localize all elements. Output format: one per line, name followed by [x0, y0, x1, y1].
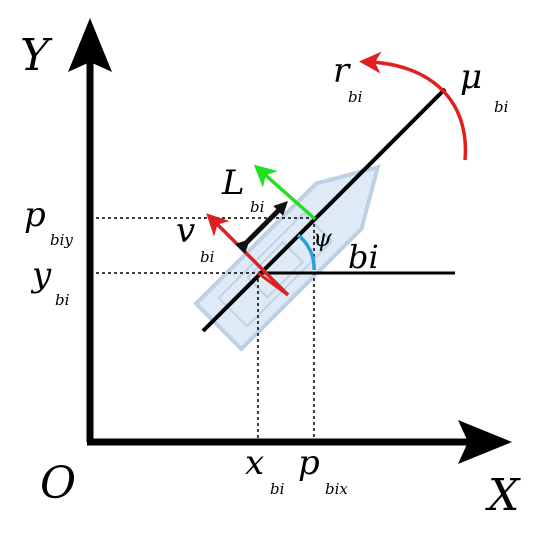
px-subscript: bix	[325, 480, 348, 498]
heading-line-label: μ	[460, 57, 482, 97]
x-label: x	[245, 443, 264, 483]
heading-angle-subscript: bi	[348, 238, 379, 276]
length-label: L	[221, 163, 245, 203]
x-subscript: bi	[270, 480, 285, 498]
x-axis-label: X	[485, 470, 521, 521]
origin-label: O	[40, 458, 76, 509]
y-subscript: bi	[55, 291, 70, 309]
px-label: p	[298, 443, 320, 483]
x-axis-arrowhead	[458, 420, 512, 464]
length-subscript: bi	[250, 198, 265, 216]
velocity-arrow	[206, 213, 290, 297]
heading-line	[201, 87, 447, 333]
y-axis-arrowhead	[68, 18, 112, 72]
velocity-label: v	[176, 211, 195, 251]
velocity-subscript: bi	[200, 248, 215, 266]
py-subscript: biy	[50, 231, 73, 249]
heading-angle-arc	[296, 233, 316, 271]
y-axis-label: Y	[20, 30, 53, 81]
yaw-rate-subscript: bi	[348, 88, 363, 106]
heading-angle-label: ψ	[313, 224, 333, 252]
y-label: y	[30, 255, 52, 295]
py-label: p	[24, 195, 46, 235]
yaw-rate-label: r	[333, 51, 351, 91]
heading-line-subscript: bi	[494, 98, 509, 116]
length-measure	[235, 201, 288, 254]
length-vector-arrow	[253, 164, 317, 221]
yaw-rate-arc	[359, 51, 468, 161]
